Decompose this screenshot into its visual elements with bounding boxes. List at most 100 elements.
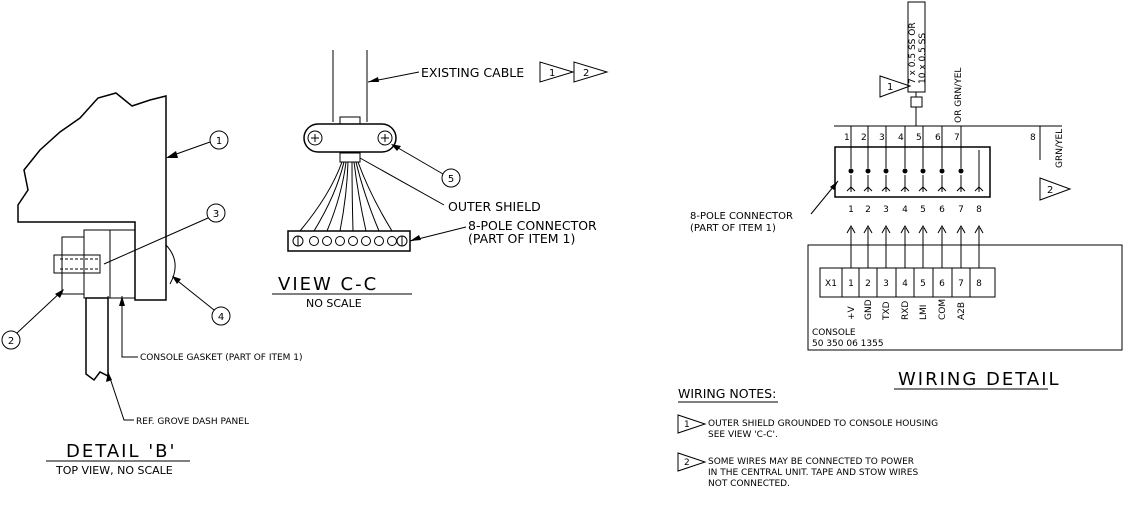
pin-dot-2 xyxy=(865,168,871,174)
console-label: CONSOLE xyxy=(812,328,856,338)
callout-1-label: 1 xyxy=(216,136,222,147)
note-1-flag xyxy=(677,414,707,434)
plug-chevron-7 xyxy=(956,224,966,234)
plug-chevron-1 xyxy=(846,224,856,234)
gasket-label: CONSOLE GASKET (PART OF ITEM 1) xyxy=(140,353,303,363)
cable-gland xyxy=(910,96,923,108)
note-2-line-2: IN THE CENTRAL UNIT. TAPE AND STOW WIRES xyxy=(708,468,918,478)
pin-chevron-5 xyxy=(918,186,928,192)
terminal-pin-2: 2 xyxy=(865,279,871,289)
cc-note-flag-2 xyxy=(573,61,609,83)
cc-note-flag-1 xyxy=(539,61,575,83)
plug-chevron-5 xyxy=(918,224,928,234)
bolt-head-plate xyxy=(83,229,111,299)
detail-b: 1 3 4 2 CONSOLE GASKET (PART OF ITEM 1) … xyxy=(1,92,303,477)
wiring-connector-label: 8-POLE CONNECTOR xyxy=(690,211,793,222)
cc-connector-label: 8-POLE CONNECTOR xyxy=(468,218,597,233)
existing-cable-label: EXISTING CABLE xyxy=(421,65,524,80)
pin-chevron-7 xyxy=(956,186,966,192)
outer-shield-band xyxy=(339,152,361,163)
pin-chevron-4 xyxy=(900,186,910,192)
terminal-pin-6: 6 xyxy=(939,279,945,289)
dash-panel xyxy=(85,297,109,382)
wiring-connector-body xyxy=(834,146,991,198)
connector-pins xyxy=(846,126,984,192)
wiring-note-flag-1 xyxy=(879,75,912,98)
cable-spec-1: 7 x 0.5 SS OR xyxy=(908,22,918,84)
plug-pin-label-3: 3 xyxy=(883,205,889,215)
fanned-wires xyxy=(299,161,393,232)
wiring-connector-sub: (PART OF ITEM 1) xyxy=(690,223,776,234)
signal-label-5: LMI xyxy=(919,305,929,320)
dash-panel-label: REF. GROVE DASH PANEL xyxy=(136,417,249,427)
console-gasket xyxy=(109,229,136,299)
svg-text:2: 2 xyxy=(583,68,589,79)
signal-label-6: COM xyxy=(938,299,948,320)
plug-chevron-2 xyxy=(863,224,873,234)
clamp-screw-left xyxy=(307,130,323,146)
top-pin-label-3: 3 xyxy=(879,133,885,143)
cc-connector-terminals xyxy=(292,235,408,247)
note-2-line-3: NOT CONNECTED. xyxy=(708,479,790,489)
top-pin-label-6: 6 xyxy=(935,133,941,143)
clamp-screw-right xyxy=(377,130,393,146)
console-part-no: 50 350 06 1355 xyxy=(812,339,884,349)
gasket-curve xyxy=(165,244,176,285)
callout-3-circle xyxy=(206,203,226,223)
top-pin-label-2: 2 xyxy=(861,133,867,143)
plug-pin-label-1: 1 xyxy=(848,205,854,215)
terminal-pin-3: 3 xyxy=(883,279,889,289)
plug-chevron-8 xyxy=(974,224,984,234)
pin-chevron-1 xyxy=(846,186,856,192)
callout-3-label: 3 xyxy=(213,209,219,220)
terminal-pin-1: 1 xyxy=(848,279,854,289)
console-housing-section xyxy=(17,92,167,301)
callout-4-label: 4 xyxy=(218,312,224,323)
terminal-pin-4: 4 xyxy=(902,279,908,289)
pin-chevron-3 xyxy=(881,186,891,192)
pin-chevron-8 xyxy=(974,186,984,192)
svg-text:2: 2 xyxy=(684,458,690,468)
detail-b-subtitle: TOP VIEW, NO SCALE xyxy=(55,464,173,477)
note-1-line-2: SEE VIEW 'C-C'. xyxy=(708,430,778,440)
callout-5-label: 5 xyxy=(448,174,454,185)
x1-label: X1 xyxy=(825,279,837,289)
wiring-detail-title: WIRING DETAIL xyxy=(898,369,1061,390)
signal-label-4: RXD xyxy=(901,301,911,320)
wiring-note-flag-2 xyxy=(1039,177,1072,201)
pin-dot-1 xyxy=(848,168,854,174)
cable-clamp xyxy=(303,123,397,153)
plug-pin-label-2: 2 xyxy=(865,205,871,215)
plug-pin-label-8: 8 xyxy=(976,205,982,215)
callout-5-circle xyxy=(441,168,461,188)
top-pin-8: 8 xyxy=(1030,133,1036,143)
or-grn-yel-label: OR GRN/YEL xyxy=(954,68,964,123)
wiring-notes-heading: WIRING NOTES: xyxy=(678,386,776,401)
signal-label-7: A2B xyxy=(957,302,967,320)
plug-chevron-4 xyxy=(900,224,910,234)
cc-connector-sub: (PART OF ITEM 1) xyxy=(468,231,575,246)
plug-chevron-6 xyxy=(937,224,947,234)
grn-yel-label: GRN/YEL xyxy=(1055,129,1065,168)
detail-b-title: DETAIL 'B' xyxy=(66,441,176,462)
note-1-line-1: OUTER SHIELD GROUNDED TO CONSOLE HOUSING xyxy=(708,419,938,429)
view-cc-title: VIEW C-C xyxy=(278,274,378,295)
bolt-shank xyxy=(53,254,101,274)
signal-label-2: GND xyxy=(864,299,874,320)
pin-dot-5 xyxy=(920,168,926,174)
pin-dot-4 xyxy=(902,168,908,174)
plug-chevron-3 xyxy=(881,224,891,234)
svg-text:1: 1 xyxy=(887,82,893,93)
top-pin-label-7: 7 xyxy=(954,133,960,143)
top-pin-label-5: 5 xyxy=(916,133,922,143)
cable-spec-2: 10 x 0.5 SS xyxy=(918,33,928,84)
note-2-flag xyxy=(677,452,707,472)
nut xyxy=(61,236,85,295)
plug-pin-label-7: 7 xyxy=(958,205,964,215)
wiring-detail: 7 x 0.5 SS OR 10 x 0.5 SS 1 OR GRN/YEL 1… xyxy=(690,1,1123,390)
